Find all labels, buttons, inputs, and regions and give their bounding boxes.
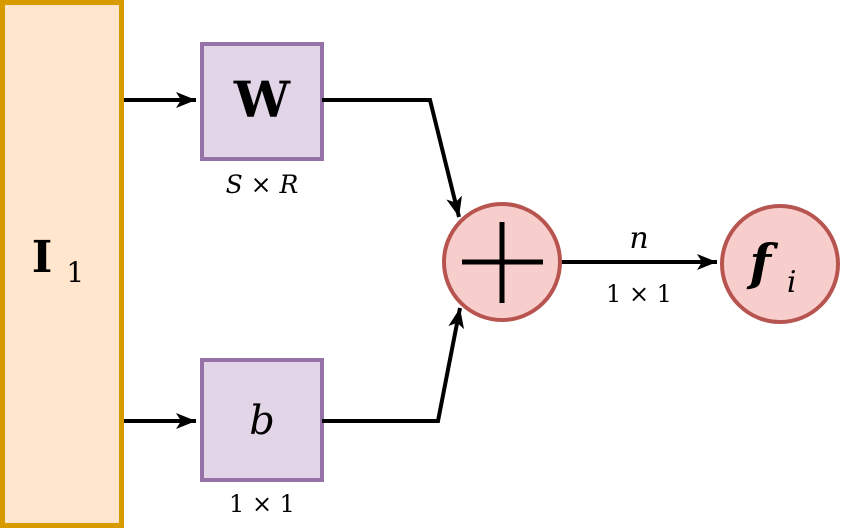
net-input-label: n [629, 221, 648, 256]
input-label-sub: 1 [66, 256, 84, 289]
activation-label-main: f [746, 233, 778, 292]
input-label-main: I [32, 232, 53, 283]
plus-icon [462, 222, 543, 303]
activation-label-sub: i [787, 265, 797, 300]
weight-label: W [233, 70, 291, 129]
bias-label: b [249, 398, 275, 444]
weight-dims-label: S × R [226, 170, 299, 199]
arrow-weight-to-sum [322, 98, 462, 218]
input-label: I 1 [32, 232, 84, 289]
net-input-dims-label: 1 × 1 [606, 280, 672, 308]
activation-node [720, 204, 840, 324]
bias-dims-label: 1 × 1 [229, 490, 295, 518]
arrow-bias-to-sum [322, 307, 465, 423]
activation-label: f i [746, 233, 796, 300]
weight-box [200, 42, 324, 161]
input-block [0, 0, 124, 528]
